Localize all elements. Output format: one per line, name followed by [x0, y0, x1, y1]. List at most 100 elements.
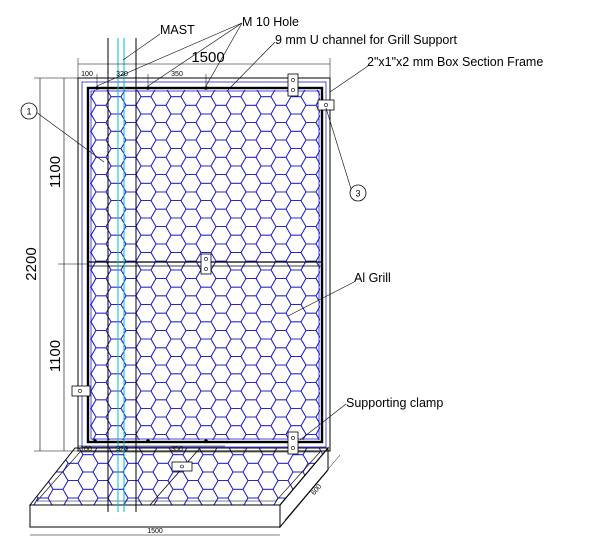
callout-1-number: 1	[26, 107, 31, 117]
grill-border-inner	[90, 90, 320, 440]
clamp-top-right	[287, 73, 299, 97]
grill-cell	[315, 166, 320, 183]
m10-leader	[147, 22, 243, 87]
grill-cell	[32, 462, 54, 482]
mast	[107, 38, 137, 512]
base-clamp-hole	[180, 464, 184, 469]
clamp-leader	[299, 403, 347, 441]
grill-cell	[315, 357, 320, 373]
base-front-face	[29, 504, 281, 528]
height-dimension: 2200	[23, 247, 40, 280]
grill-cell	[30, 454, 39, 473]
grill-cell	[30, 448, 39, 456]
base-inner-outline	[36, 451, 321, 502]
grill-cell	[32, 448, 54, 464]
grill-cell	[78, 507, 98, 524]
grill-cell	[315, 339, 320, 356]
grill-cell	[47, 448, 69, 456]
left-dimensions: 2200 1100 1100	[23, 77, 88, 452]
base-width-dimension: 1500	[147, 528, 163, 535]
box-frame-leader	[329, 65, 369, 93]
base-clamp	[171, 461, 193, 472]
mast-label: MAST	[160, 23, 195, 37]
grill-cell	[315, 184, 320, 200]
frame-outer-inner-edge	[81, 81, 327, 448]
grill-cell	[30, 471, 39, 490]
grill-cell	[318, 507, 338, 524]
clamp-left	[71, 385, 91, 397]
grill-cell	[315, 97, 320, 114]
base-side-face	[279, 446, 329, 529]
grill-cell	[315, 305, 320, 321]
annotations: MAST M 10 Hole 9 mm U channel for Grill …	[20, 15, 543, 441]
grill-cell	[168, 507, 188, 524]
grill-cell	[315, 218, 320, 235]
clamp-hole	[204, 267, 208, 271]
m10-hole-bottom	[204, 439, 208, 443]
grill-cell	[288, 507, 308, 524]
top-dimensions: 1500 100 320 350	[77, 49, 331, 88]
grill-cell	[302, 497, 324, 505]
u-channel-label: 9 mm U channel for Grill Support	[275, 33, 458, 47]
top-320-dimension: 320	[116, 71, 128, 78]
grill-cell	[315, 374, 320, 391]
bottom-100-dimension: 100	[80, 446, 92, 453]
m10-hole-label: M 10 Hole	[242, 15, 299, 29]
upper-half-dimension: 1100	[47, 156, 64, 188]
grill-cell	[315, 391, 320, 408]
top-100-dimension: 100	[81, 71, 93, 78]
m10-leader	[205, 22, 243, 87]
base-depth-dimension: 600	[310, 483, 323, 497]
clamp-hole	[324, 103, 328, 107]
clamp-hole	[291, 88, 295, 92]
clamp-hole	[204, 257, 208, 261]
callout-3-leader	[325, 107, 353, 193]
clamp-mid	[200, 253, 212, 275]
top-350-dimension: 350	[171, 71, 183, 78]
clamp-hole	[78, 389, 82, 393]
grill-cell	[315, 322, 320, 339]
box-frame-label: 2"x1"x2 mm Box Section Frame	[367, 55, 543, 69]
grill-cell	[18, 507, 38, 524]
grill-cell	[315, 201, 320, 218]
grill-cell	[315, 149, 320, 166]
m10-leader	[96, 22, 243, 87]
bottom-320-dimension: 320	[116, 446, 128, 453]
lower-half-dimension: 1100	[47, 340, 64, 372]
callout-1-circle	[20, 102, 38, 120]
clamp-right-side	[317, 99, 335, 111]
grill-cell	[138, 507, 158, 524]
grill-cell	[315, 236, 320, 252]
clamp-hole	[291, 78, 295, 82]
grill-cell	[315, 426, 320, 440]
u-channel-leader	[227, 41, 276, 91]
grill-cell	[317, 488, 328, 505]
al-grill-leader	[287, 281, 355, 317]
base-top-outline	[28, 447, 330, 506]
bottom-dimensions: 100 320 350	[78, 445, 225, 453]
base-depth-dimension-line	[284, 454, 341, 521]
base-diagonal	[149, 447, 201, 506]
grill-cell	[315, 409, 320, 425]
grill-cell	[315, 270, 320, 287]
grill-cell	[48, 507, 68, 524]
callout-3-number: 3	[355, 189, 360, 199]
grill-cell	[198, 507, 218, 524]
grill-cell	[315, 288, 320, 304]
m10-hole-bottom	[93, 439, 97, 443]
width-dimension: 1500	[191, 49, 224, 66]
bottom-350-dimension: 350	[171, 446, 183, 453]
callout-3-circle	[349, 184, 367, 202]
grill-cell	[228, 507, 248, 524]
grill-cell	[315, 114, 320, 131]
clamp-hole	[291, 436, 295, 440]
clamp-hole	[291, 446, 295, 450]
grill-cell	[258, 507, 278, 524]
m10-hole-bottom	[146, 439, 150, 443]
clamp-bottom-right	[287, 431, 299, 455]
grill-cell	[315, 253, 320, 270]
clamp-label: Supporting clamp	[346, 396, 443, 410]
al-grill-label: Al Grill	[354, 271, 391, 285]
clamps	[71, 73, 335, 455]
